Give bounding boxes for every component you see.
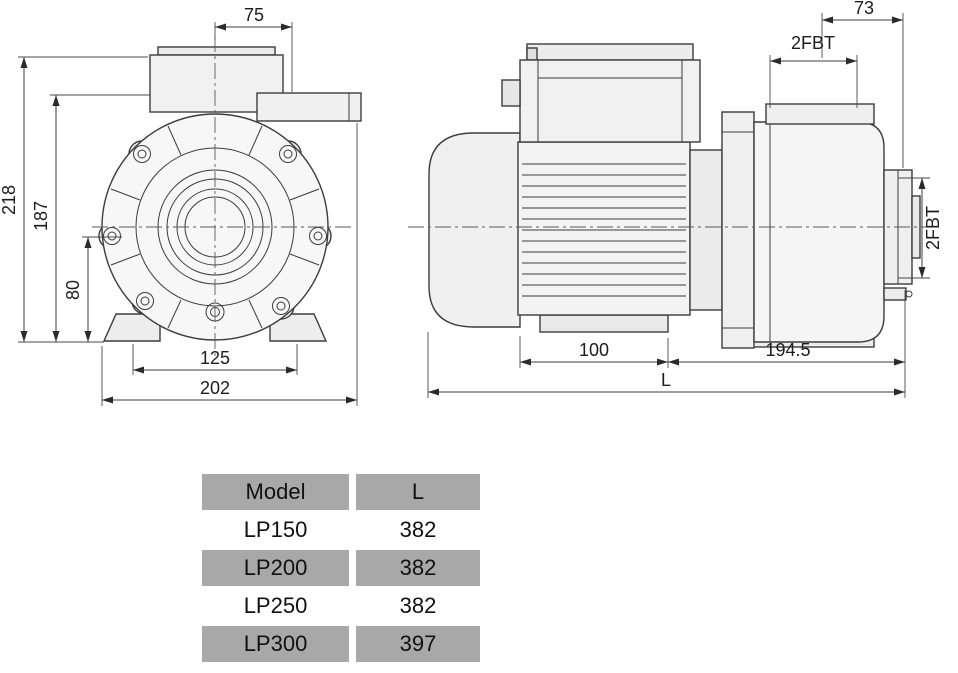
table-row: LP250 382 bbox=[202, 588, 480, 624]
dim-label-80: 80 bbox=[63, 280, 83, 300]
dim-foot-spacing-125: 125 bbox=[132, 344, 298, 375]
bolt-holes bbox=[103, 145, 327, 315]
drain-plug-tip bbox=[905, 290, 913, 298]
motor-pump-adapter bbox=[689, 149, 723, 311]
terminal-box-detail bbox=[537, 60, 683, 142]
table-cell-model: LP300 bbox=[202, 626, 349, 662]
dim-label-2fbt-side: 2FBT bbox=[923, 206, 943, 250]
pump-volute bbox=[753, 121, 885, 343]
dim-total-height-218: 218 bbox=[0, 56, 148, 343]
dim-label-75: 75 bbox=[244, 5, 264, 25]
dim-label-73: 73 bbox=[854, 0, 874, 18]
motor-end-bell bbox=[428, 132, 521, 328]
table-header-row: Model L bbox=[202, 474, 480, 510]
terminal-box-lid bbox=[526, 43, 694, 61]
table-cell-length: 382 bbox=[399, 593, 437, 618]
bracket-plate bbox=[721, 111, 755, 349]
pump-technical-drawing: 75 218 187 80 125 bbox=[0, 0, 943, 406]
top-discharge-flange bbox=[765, 103, 875, 125]
table-cell-length: 397 bbox=[356, 626, 480, 662]
dim-label-2fbt-top: 2FBT bbox=[791, 33, 835, 53]
dim-motor-section-100: 100 bbox=[519, 336, 669, 368]
casing-ribs bbox=[110, 125, 320, 329]
dim-label-202: 202 bbox=[200, 378, 230, 398]
dim-top-port-2fbt: 2FBT bbox=[769, 33, 858, 108]
front-view-dimensions: 75 218 187 80 125 bbox=[0, 5, 358, 406]
table-cell-model: LP150 bbox=[243, 517, 308, 542]
dim-label-187: 187 bbox=[31, 201, 51, 231]
bracket-lug-lines bbox=[722, 131, 754, 329]
cooling-fins bbox=[522, 163, 686, 297]
table-cell-model: LP200 bbox=[202, 550, 349, 586]
dim-label-L: L bbox=[661, 370, 671, 390]
terminal-box bbox=[519, 59, 701, 143]
table-row: LP300 397 bbox=[202, 626, 480, 662]
dim-overall-width-202: 202 bbox=[101, 123, 358, 406]
table-header-length: L bbox=[356, 474, 480, 510]
side-view-dimensions: 73 2FBT 2FBT 100 194.5 bbox=[427, 0, 943, 398]
dim-center-to-base-80: 80 bbox=[63, 236, 122, 342]
dim-overall-length-L: L bbox=[427, 332, 905, 398]
dim-label-218: 218 bbox=[0, 185, 19, 215]
front-right-foot bbox=[269, 313, 328, 342]
table-cell-length: 382 bbox=[399, 517, 437, 542]
dim-label-100: 100 bbox=[579, 340, 609, 360]
table-row: LP150 382 bbox=[202, 512, 480, 548]
table-row: LP200 382 bbox=[202, 550, 480, 586]
dim-port-offset-73: 73 bbox=[821, 0, 904, 168]
table-header-model: Model bbox=[202, 474, 349, 510]
discharge-flange bbox=[256, 92, 362, 122]
table-cell-model: LP250 bbox=[243, 593, 308, 618]
drain-plug-side bbox=[883, 287, 907, 301]
dim-label-194-5: 194.5 bbox=[765, 340, 810, 360]
dim-height-187: 187 bbox=[31, 94, 150, 342]
model-dimension-table: Model L LP150 382 LP200 382 LP250 382 LP… bbox=[202, 474, 480, 664]
cable-gland bbox=[501, 79, 521, 107]
front-box-lid bbox=[157, 46, 276, 56]
terminal-box-bolt bbox=[526, 47, 538, 61]
motor-stator-body bbox=[517, 141, 691, 316]
dim-top-width-75: 75 bbox=[214, 5, 293, 92]
front-view bbox=[92, 36, 362, 360]
dim-pump-section-194-5: 194.5 bbox=[668, 290, 906, 398]
dim-side-port-2fbt: 2FBT bbox=[898, 177, 943, 279]
motor-foot bbox=[539, 314, 669, 333]
table-cell-length: 382 bbox=[356, 550, 480, 586]
side-view bbox=[408, 43, 940, 349]
dim-label-125: 125 bbox=[200, 348, 230, 368]
